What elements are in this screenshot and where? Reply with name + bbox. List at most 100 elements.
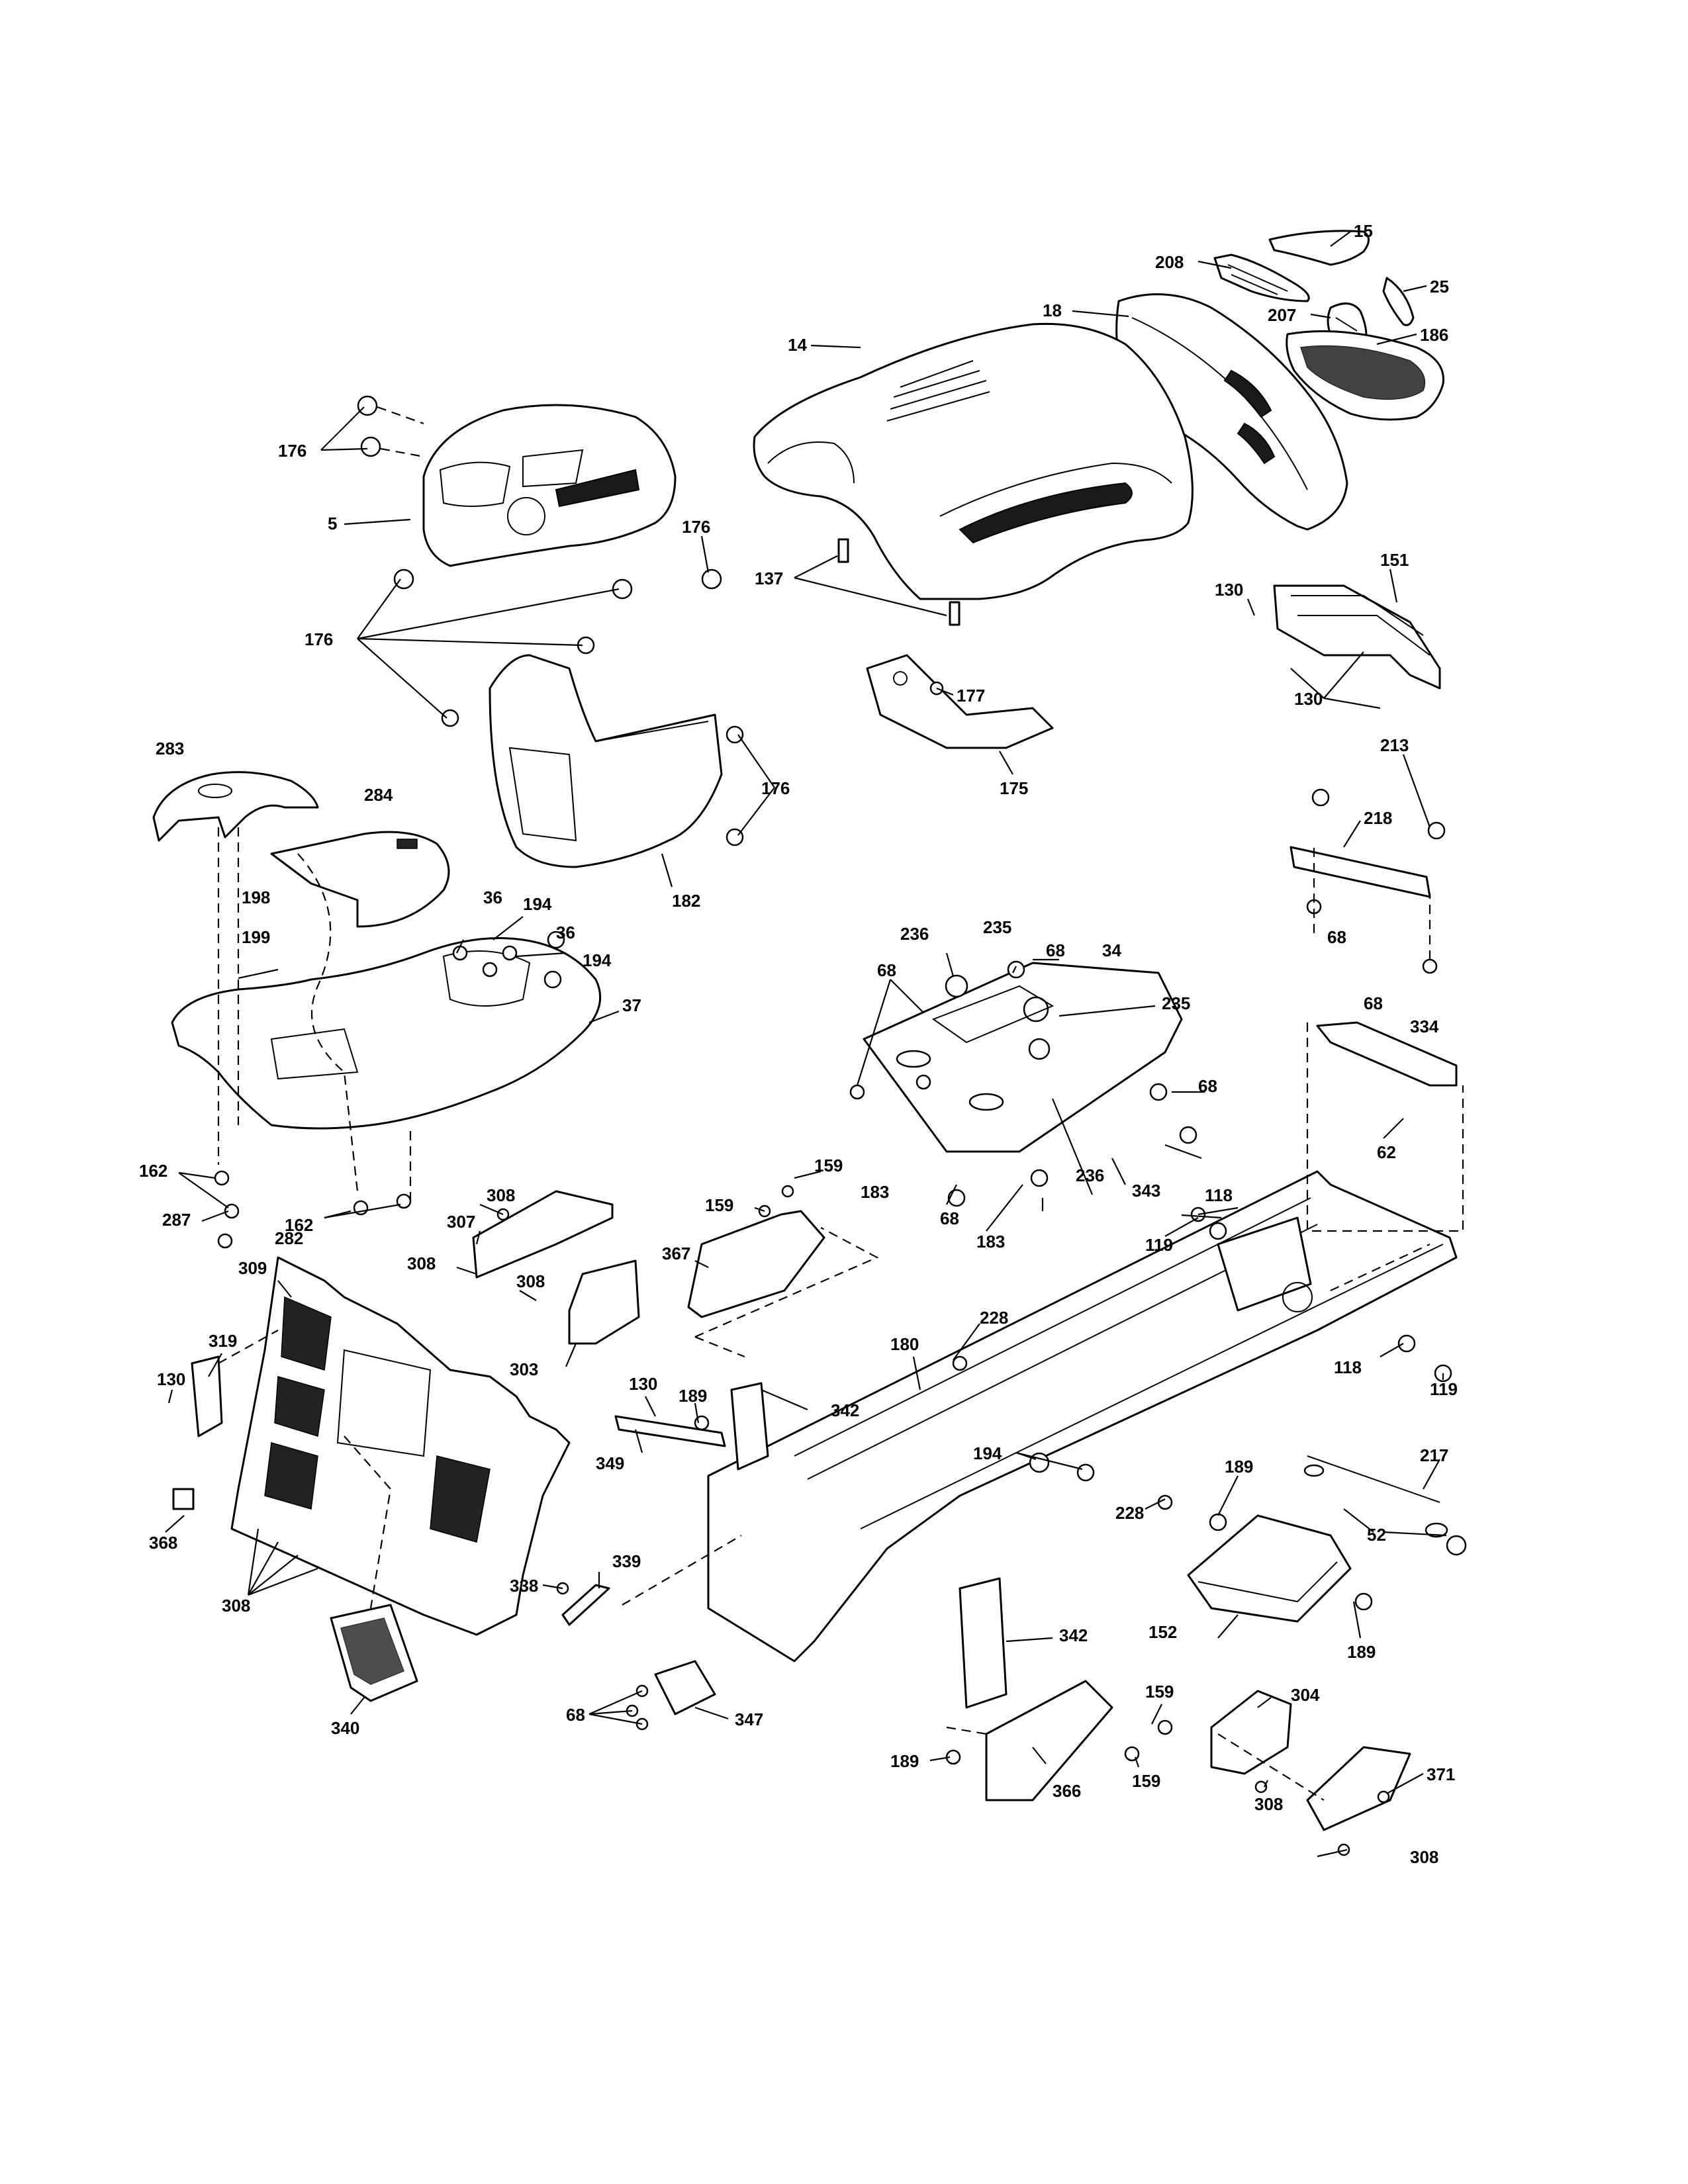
- label-183: 183: [861, 1182, 889, 1202]
- label-283: 283: [156, 739, 184, 758]
- label-183: 183: [976, 1232, 1005, 1251]
- label-162: 162: [285, 1215, 313, 1235]
- part-347-bracket: [654, 1660, 716, 1715]
- part-180-frame: [707, 1170, 1458, 1662]
- label-308: 308: [487, 1185, 515, 1205]
- label-176: 176: [761, 778, 790, 798]
- label-177: 177: [957, 686, 985, 705]
- label-208: 208: [1155, 252, 1184, 272]
- part-304-bracket: [1210, 1690, 1292, 1775]
- label-62: 62: [1377, 1142, 1396, 1162]
- part-137-pad: [837, 538, 961, 626]
- label-130: 130: [629, 1374, 657, 1394]
- part-342-bracket-lower: [959, 1577, 1008, 1709]
- label-194: 194: [583, 950, 612, 970]
- part-18-front-bezel: [1115, 293, 1348, 531]
- label-68: 68: [1198, 1076, 1217, 1096]
- label-342: 342: [831, 1400, 859, 1420]
- label-218: 218: [1364, 808, 1392, 828]
- label-130: 130: [157, 1369, 185, 1389]
- label-339: 339: [612, 1551, 641, 1571]
- label-228: 228: [980, 1308, 1008, 1328]
- label-151: 151: [1380, 550, 1409, 570]
- label-340: 340: [331, 1718, 359, 1738]
- part-307-bracket: [472, 1190, 614, 1279]
- part-283-cover: [152, 771, 319, 842]
- label-189: 189: [1347, 1642, 1376, 1662]
- label-14: 14: [788, 335, 807, 355]
- part-342-bracket-upper: [730, 1382, 769, 1471]
- part-340-grille: [330, 1604, 418, 1702]
- label-37: 37: [622, 995, 641, 1015]
- part-349-link: [614, 1415, 726, 1447]
- label-308: 308: [1254, 1794, 1283, 1814]
- part-303-bracket: [568, 1259, 640, 1345]
- label-68: 68: [1327, 927, 1346, 947]
- part-25-lens: [1382, 277, 1415, 326]
- label-194: 194: [973, 1443, 1002, 1463]
- label-162: 162: [139, 1161, 167, 1181]
- part-14-hood: [753, 322, 1194, 600]
- label-68: 68: [940, 1208, 959, 1228]
- label-236: 236: [900, 924, 929, 944]
- label-303: 303: [510, 1359, 538, 1379]
- label-235: 235: [983, 917, 1011, 937]
- label-207: 207: [1268, 305, 1296, 325]
- label-235: 235: [1162, 993, 1190, 1013]
- assembly-lines: [217, 406, 1464, 1801]
- label-159: 159: [1132, 1771, 1160, 1791]
- part-34-plate: [863, 962, 1183, 1153]
- label-159: 159: [1145, 1682, 1174, 1702]
- label-34: 34: [1102, 940, 1121, 960]
- label-284: 284: [364, 785, 393, 805]
- label-319: 319: [209, 1331, 237, 1351]
- label-68: 68: [566, 1705, 585, 1725]
- part-371-cover: [1306, 1746, 1411, 1831]
- part-15-trim: [1268, 230, 1370, 266]
- label-159: 159: [814, 1156, 843, 1175]
- part-334-bracket: [1316, 1021, 1458, 1087]
- label-371: 371: [1427, 1764, 1455, 1784]
- part-339-lever: [561, 1584, 610, 1626]
- label-180: 180: [890, 1334, 919, 1354]
- label-25: 25: [1430, 277, 1449, 296]
- label-347: 347: [735, 1709, 763, 1729]
- label-176: 176: [278, 441, 306, 461]
- label-228: 228: [1115, 1503, 1144, 1523]
- label-194: 194: [523, 894, 552, 914]
- label-119: 119: [1145, 1235, 1173, 1255]
- label-349: 349: [596, 1453, 624, 1473]
- part-366-plate: [985, 1680, 1113, 1801]
- part-367-plate: [687, 1210, 825, 1318]
- label-18: 18: [1043, 300, 1062, 320]
- label-304: 304: [1291, 1685, 1320, 1705]
- part-309-front-frame: [230, 1256, 571, 1636]
- label-118: 118: [1334, 1357, 1362, 1377]
- label-368: 368: [149, 1533, 177, 1553]
- label-186: 186: [1420, 325, 1448, 345]
- label-36: 36: [556, 923, 575, 942]
- label-338: 338: [510, 1576, 538, 1596]
- part-5-dash-console: [422, 404, 677, 567]
- label-176: 176: [682, 517, 710, 537]
- label-189: 189: [890, 1751, 919, 1771]
- label-118: 118: [1205, 1185, 1233, 1205]
- label-137: 137: [755, 569, 783, 588]
- label-5: 5: [328, 514, 337, 533]
- label-175: 175: [1000, 778, 1028, 798]
- label-189: 189: [1225, 1457, 1253, 1477]
- label-308: 308: [1410, 1847, 1438, 1867]
- label-334: 334: [1410, 1017, 1439, 1036]
- label-182: 182: [672, 891, 700, 911]
- part-218-bar: [1289, 846, 1431, 898]
- part-152-shield: [1187, 1514, 1352, 1623]
- leader-lines: [165, 231, 1447, 1858]
- part-175-bracket: [866, 654, 1054, 749]
- label-52: 52: [1367, 1525, 1386, 1545]
- label-308: 308: [516, 1271, 545, 1291]
- label-68: 68: [1046, 940, 1065, 960]
- part-186-grille: [1286, 330, 1444, 421]
- part-37-fender: [171, 937, 602, 1130]
- label-366: 366: [1053, 1781, 1081, 1801]
